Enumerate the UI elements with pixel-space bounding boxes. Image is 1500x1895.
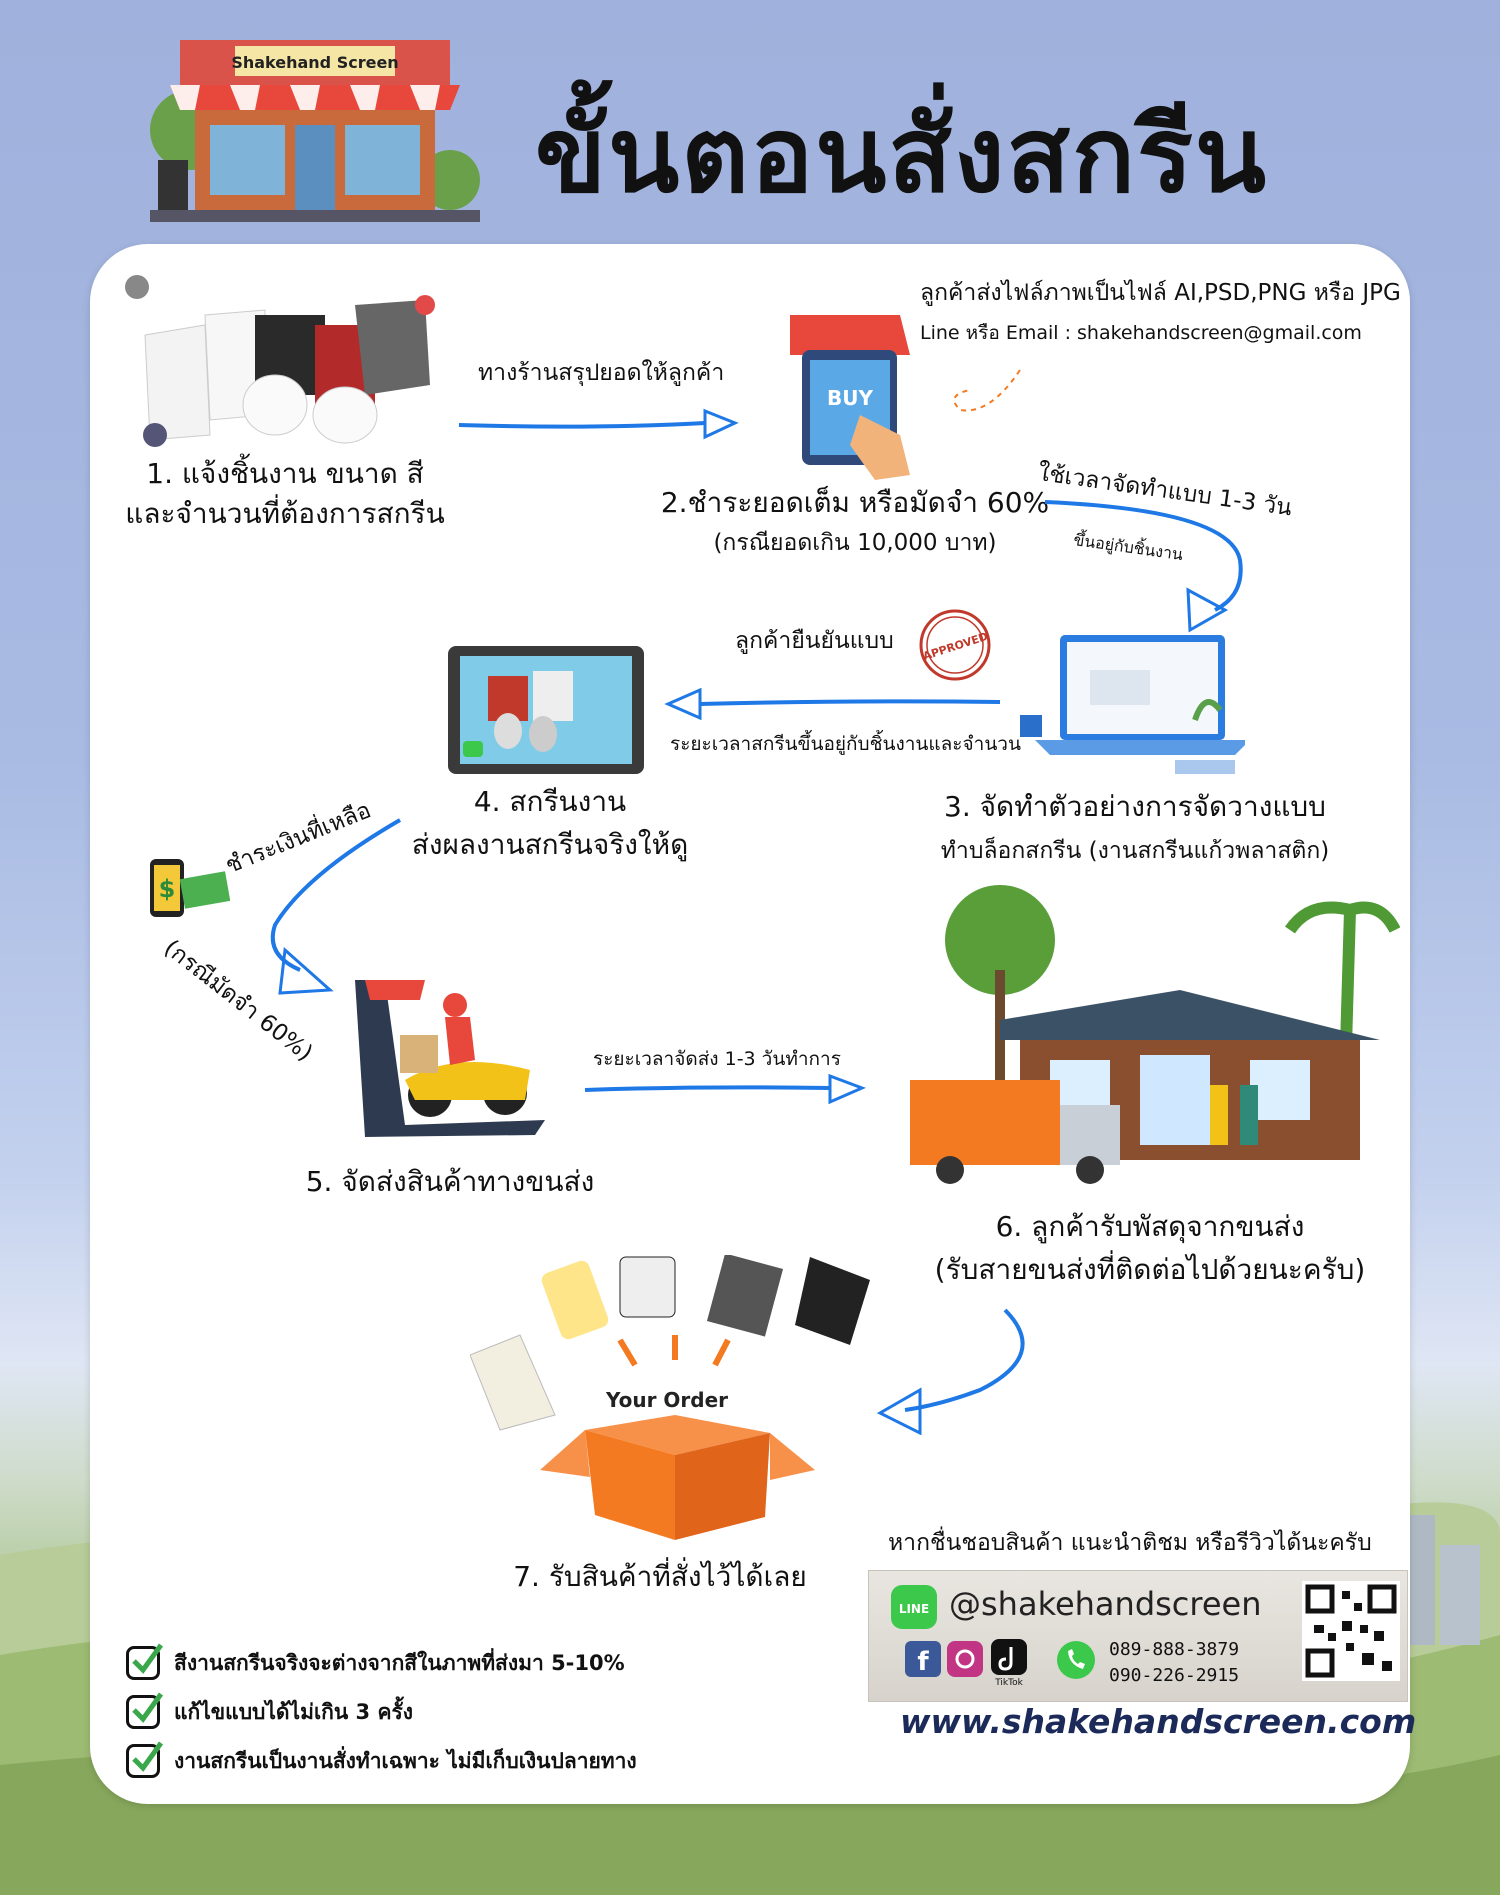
website-link[interactable]: www.shakehandscreen.com [900, 1702, 1417, 1741]
note-2: แก้ไขแบบได้ไม่เกิน 3 ครั้ง [174, 1699, 414, 1724]
svg-text:f: f [917, 1647, 929, 1677]
arrow-step6-to-step7 [876, 1308, 1025, 1435]
phone-number-1[interactable]: 089-888-3879 [1109, 1639, 1240, 1660]
checkbox-icon [126, 1692, 164, 1729]
arrow-step5-to-step6 [584, 1073, 866, 1105]
step7-line1: 7. รับสินค้าที่สั่งไว้ได้เลย [513, 1560, 807, 1593]
phone-number-2[interactable]: 090-226-2915 [1109, 1665, 1240, 1686]
note-1: สีงานสกรีนจริงจะต่างจากสีในภาพที่ส่งมา 5… [174, 1650, 625, 1675]
delivery-illustration [355, 980, 545, 1137]
approved-stamp: APPROVED [919, 609, 991, 681]
note-row-2: แก้ไขแบบได้ไม่เกิน 3 ครั้ง [126, 1692, 413, 1732]
products-collage [125, 275, 435, 447]
screen-tablet-illustration [448, 646, 644, 774]
step3-line1: 3. จัดทำตัวอย่างการจัดวางแบบ [944, 790, 1326, 823]
order-box-illustration: Your Order [470, 1255, 870, 1540]
arrow56-label: ระยะเวลาจัดส่ง 1-3 วันทำการ [593, 1048, 841, 1070]
arrow12-label: ทางร้านสรุปยอดให้ลูกค้า [478, 360, 725, 386]
checkbox-icon [126, 1643, 164, 1680]
step1-line1: 1. แจ้งชิ้นงาน ขนาด สี [146, 457, 424, 490]
phone-icon [1057, 1641, 1095, 1679]
note-row-1: สีงานสกรีนจริงจะต่างจากสีในภาพที่ส่งมา 5… [126, 1643, 625, 1683]
checkbox-icon [126, 1741, 164, 1778]
line-icon[interactable]: LINE [891, 1585, 937, 1629]
dotted-curl [953, 369, 1021, 412]
laptop-illustration [1020, 635, 1245, 774]
money-phone-icon: $ [150, 859, 230, 917]
buy-label: BUY [827, 386, 873, 410]
page-title: ขั้นตอนสั่งสกรีน [535, 94, 1268, 216]
step4-line2: ส่งผลงานสกรีนจริงให้ดู [411, 828, 689, 861]
note-3: งานสกรีนเป็นงานสั่งทำเฉพาะ ไม่มีเก็บเงิน… [174, 1748, 637, 1773]
arrow-step3-to-step4 [664, 687, 1001, 721]
shop-illustration: Shakehand Screen [150, 40, 480, 222]
line-handle[interactable]: @shakehandscreen [949, 1585, 1262, 1623]
buy-tablet-illustration: BUY [790, 315, 910, 480]
step4-line1: 4. สกรีนงาน [473, 785, 627, 818]
note-row-3: งานสกรีนเป็นงานสั่งทำเฉพาะ ไม่มีเก็บเงิน… [126, 1741, 637, 1781]
step3-line2: ทำบล็อกสกรีน (งานสกรีนแก้วพลาสติก) [940, 838, 1330, 864]
house-delivery-illustration [910, 885, 1400, 1184]
step6-line1: 6. ลูกค้ารับพัสดุจากขนส่ง [995, 1210, 1305, 1243]
contact-email-note: Line หรือ Email : shakehandscreen@gmail.… [920, 322, 1362, 344]
instagram-icon[interactable] [947, 1641, 983, 1677]
arrow-step1-to-step2 [458, 408, 739, 440]
svg-text:$: $ [159, 875, 176, 903]
step2-line1: 2.ชำระยอดเต็ม หรือมัดจำ 60% [660, 486, 1050, 519]
arrow-step4-to-step5 [270, 818, 402, 995]
svg-text:LINE: LINE [899, 1602, 929, 1616]
review-tagline: หากชื่นชอบสินค้า แนะนำติชม หรือรีวิวได้น… [888, 1530, 1372, 1556]
contact-box: LINE @shakehandscreen f TikTok 089-888-3… [868, 1570, 1408, 1702]
step5-line1: 5. จัดส่งสินค้าทางขนส่ง [305, 1165, 595, 1198]
shop-sign-text: Shakehand Screen [231, 53, 398, 72]
your-order-label: Your Order [605, 1388, 728, 1412]
arrow34-label1: ลูกค้ายืนยันแบบ [735, 628, 894, 654]
arrow-step2-to-step3 [1044, 500, 1243, 633]
tiktok-icon[interactable]: TikTok [989, 1639, 1029, 1687]
facebook-icon[interactable]: f [905, 1641, 941, 1677]
step6-line2: (รับสายขนส่งที่ติดต่อไปด้วยนะครับ) [934, 1253, 1366, 1286]
file-format-note: ลูกค้าส่งไฟล์ภาพเป็นไฟล์ AI,PSD,PNG หรือ… [920, 280, 1401, 306]
svg-text:TikTok: TikTok [994, 1678, 1023, 1687]
step2-line2: (กรณียอดเกิน 10,000 บาท) [713, 530, 997, 556]
arrow34-label2: ระยะเวลาสกรีนขึ้นอยู่กับชิ้นงานและจำนวน [670, 733, 1021, 755]
qr-code [1302, 1581, 1400, 1681]
step1-line2: และจำนวนที่ต้องการสกรีน [125, 497, 445, 530]
